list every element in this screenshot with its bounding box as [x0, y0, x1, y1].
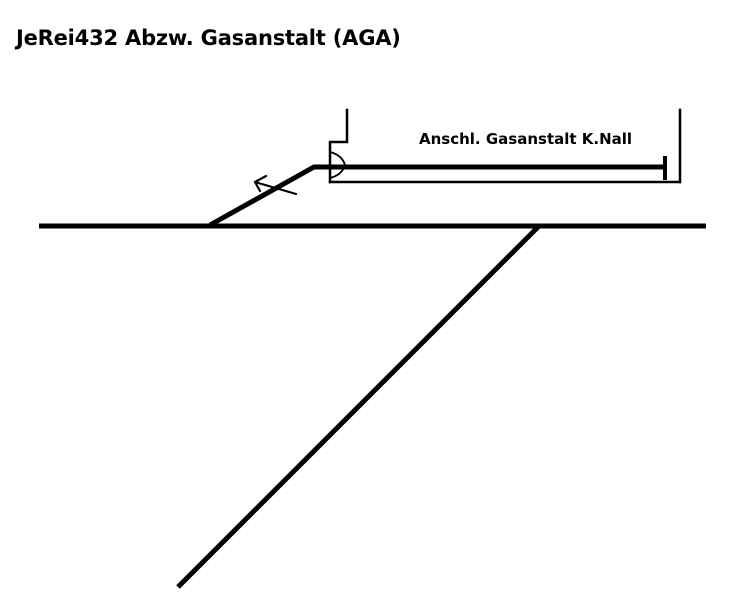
- arrow-shaft: [253, 180, 298, 196]
- siding-track: [208, 164, 665, 228]
- branch-track: [176, 224, 541, 589]
- arrow-icon: [253, 174, 298, 196]
- diagram-title: JeRei432 Abzw. Gasanstalt (AGA): [16, 26, 401, 50]
- enclosure-left-wall: [328, 108, 349, 184]
- arrow-head-upper: [253, 174, 268, 184]
- siding-label: Anschl. Gasanstalt K.Nall: [419, 130, 632, 148]
- gate-arc-upper: [329, 151, 346, 166]
- siding-track-line: [208, 164, 665, 228]
- arrow-head-lower: [253, 180, 262, 193]
- facility-enclosure: [328, 108, 682, 184]
